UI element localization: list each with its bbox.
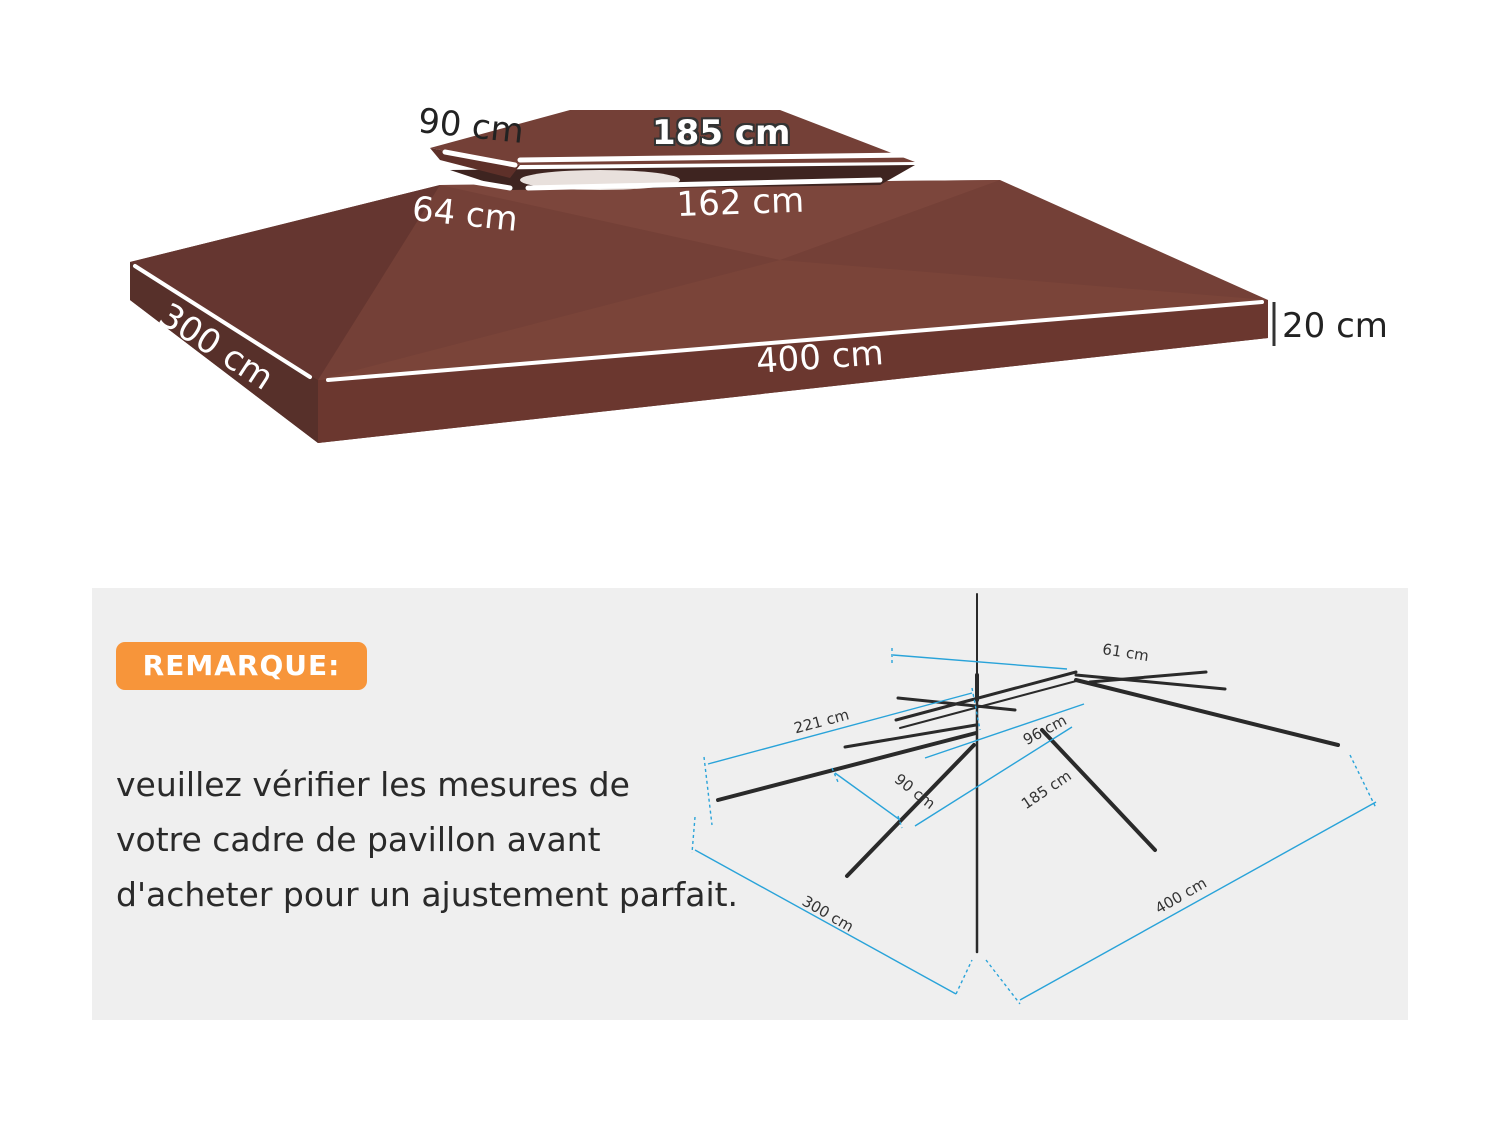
note-line: d'acheter pour un ajustement parfait. [116,875,739,914]
canopy-skirt-height-label: 20 cm [1282,306,1388,346]
canopy-top-length-label: 185 cm [652,113,791,153]
canopy-mid-length-label: 162 cm [675,180,805,225]
canopy-mid-depth-label: 64 cm [410,189,520,240]
note-text: veuillez vérifier les mesures de votre c… [116,757,766,922]
canopy-drawing [130,110,1276,443]
note-badge: REMARQUE: [116,642,367,690]
frame-diagram: 61 cm 221 cm 96 cm 90 cm 185 cm 300 cm 4… [690,590,1410,1020]
note-line: votre cadre de pavillon avant [116,820,601,859]
canopy-base-length-label: 400 cm [754,333,885,382]
note-line: veuillez vérifier les mesures de [116,765,630,804]
canopy-illustration: 90 cm 185 cm 64 cm 162 cm 300 cm 400 cm … [0,0,1500,520]
frame-drawing [691,593,1377,1005]
canopy-top-depth-label: 90 cm [416,101,526,152]
